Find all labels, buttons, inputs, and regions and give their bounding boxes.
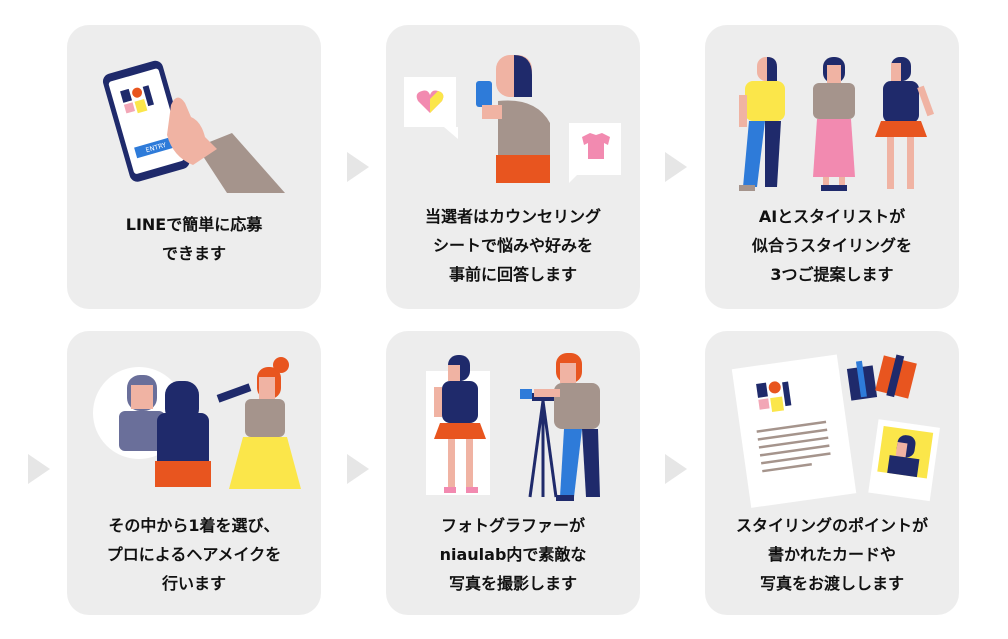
- caption-line: フォトグラファーが: [440, 516, 585, 535]
- caption-line: 事前に回答します: [448, 265, 577, 284]
- card-gift-illustration: [731, 354, 940, 508]
- step-card-5: フォトグラファーが niaulab内で素敵な 写真を撮影します: [386, 331, 640, 615]
- step-card-4: その中から1着を選び、 プロによるヘアメイクを 行います: [67, 331, 321, 615]
- step-caption: その中から1着を選び、 プロによるヘアメイクを 行います: [67, 511, 321, 598]
- caption-line: AIとスタイリストが: [758, 207, 906, 226]
- step-card-3: AIとスタイリストが 似合うスタイリングを 3つご提案します: [705, 25, 959, 309]
- caption-line: 3つご提案します: [770, 265, 894, 284]
- step-caption: スタイリングのポイントが 書かれたカードや 写真をお渡しします: [705, 511, 959, 598]
- caption-line: LINEで簡単に応募: [125, 215, 263, 234]
- arrow-right-icon: [347, 152, 369, 182]
- arrow-right-icon: [665, 152, 687, 182]
- step-caption: フォトグラファーが niaulab内で素敵な 写真を撮影します: [386, 511, 640, 598]
- caption-line: 写真をお渡しします: [759, 574, 904, 593]
- styling-figures-illustration: [739, 57, 935, 191]
- caption-line: プロによるヘアメイクを: [106, 545, 282, 564]
- caption-line: できます: [161, 244, 226, 263]
- step-card-1: ENTRY LINEで簡単に応募 できます: [67, 25, 321, 309]
- caption-line: 行います: [161, 574, 226, 593]
- step-caption: LINEで簡単に応募 できます: [67, 210, 321, 268]
- arrow-right-icon: [28, 454, 50, 484]
- step-caption: 当選者はカウンセリング シートで悩みや好みを 事前に回答します: [386, 202, 640, 289]
- caption-line: スタイリングのポイントが: [735, 516, 928, 535]
- caption-line: 似合うスタイリングを: [751, 236, 912, 255]
- caption-line: 当選者はカウンセリング: [424, 207, 601, 226]
- arrow-right-icon: [665, 454, 687, 484]
- caption-line: シートで悩みや好みを: [432, 236, 593, 255]
- phone-entry-illustration: ENTRY: [102, 60, 285, 193]
- step-card-6: スタイリングのポイントが 書かれたカードや 写真をお渡しします: [705, 331, 959, 615]
- caption-line: その中から1着を選び、: [108, 516, 280, 535]
- hair-makeup-illustration: [93, 357, 301, 489]
- counseling-illustration: [404, 55, 621, 183]
- caption-line: 写真を撮影します: [448, 574, 577, 593]
- step-card-2: 当選者はカウンセリング シートで悩みや好みを 事前に回答します: [386, 25, 640, 309]
- arrow-right-icon: [347, 454, 369, 484]
- caption-line: 書かれたカードや: [767, 545, 896, 564]
- caption-line: niaulab内で素敵な: [439, 545, 587, 564]
- step-caption: AIとスタイリストが 似合うスタイリングを 3つご提案します: [705, 202, 959, 289]
- photo-shoot-illustration: [426, 353, 600, 501]
